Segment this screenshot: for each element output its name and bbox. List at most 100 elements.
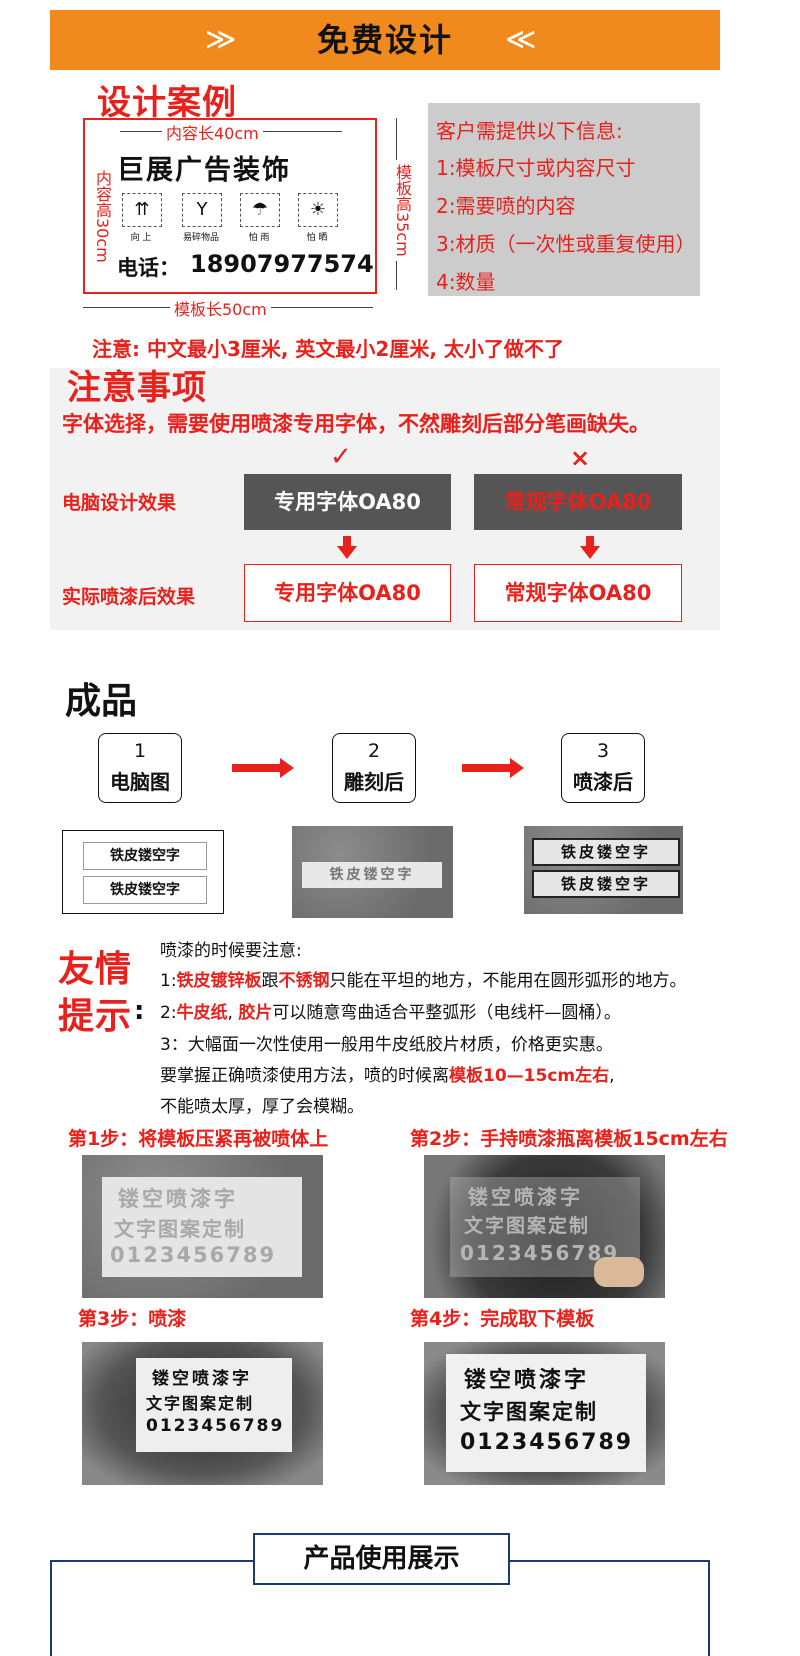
content-width-label: 内容长40cm xyxy=(162,120,263,144)
stencil-text: 文字图案定制 xyxy=(464,1215,591,1237)
computer-drawing-image: 铁皮镂空字 铁皮镂空字 xyxy=(62,830,224,914)
down-arrow-icon xyxy=(337,546,357,559)
tip-text: , xyxy=(227,1003,239,1023)
tips-colon: : xyxy=(134,996,145,1026)
products-title: 成品 xyxy=(65,681,138,722)
process-step-3: 3 喷漆后 xyxy=(561,733,645,803)
template-height-label: 模板高35cm xyxy=(390,160,414,261)
special-font-result: 专用字体OA80 xyxy=(244,564,451,622)
down-arrow-icon xyxy=(343,536,351,546)
stencil-text: 文字图案定制 xyxy=(146,1394,255,1413)
tips-title-1: 友情 xyxy=(58,949,133,990)
tip-line-5: 不能喷太厚，厚了会模糊。 xyxy=(160,1097,364,1117)
tip-highlight: 胶片 xyxy=(238,1003,273,1023)
icon-caption: 怕 晒 xyxy=(306,233,328,243)
tip-highlight: 不锈钢 xyxy=(278,971,330,991)
normal-font-preview: 常规字体OA80 xyxy=(474,474,682,530)
spray-step-4-photo: 镂空喷漆字 文字图案定制 0123456789 xyxy=(424,1342,665,1485)
size-notice: 注意: 中文最小3厘米, 英文最小2厘米, 太小了做不了 xyxy=(92,337,564,361)
step-label: 电脑图 xyxy=(110,770,170,794)
footer-title: 产品使用展示 xyxy=(253,1533,510,1585)
engraved-photo: 铁皮镂空字 xyxy=(292,826,453,918)
stencil-text: 镂空喷漆字 xyxy=(464,1368,590,1393)
right-arrow-icon xyxy=(280,758,294,778)
stencil-text: 0123456789 xyxy=(460,1241,620,1265)
icon-caption: 易碎物品 xyxy=(182,233,219,243)
step-label: 喷漆后 xyxy=(573,770,633,794)
template-width-label: 模板长50cm xyxy=(170,296,271,320)
tips-intro: 喷漆的时候要注意: xyxy=(160,941,302,961)
phone-label: 电话： xyxy=(117,256,180,280)
step-number: 3 xyxy=(596,740,610,762)
sprayed-photo: 铁皮镂空字 铁皮镂空字 xyxy=(524,826,683,914)
actual-effect-label: 实际喷漆后效果 xyxy=(62,586,196,608)
finished-sheet xyxy=(446,1354,646,1472)
spray-step-3-photo: 镂空喷漆字 文字图案定制 0123456789 xyxy=(82,1342,323,1485)
tip-line-4: 要掌握正确喷漆使用方法，喷的时候离模板10—15cm左右, xyxy=(160,1061,615,1086)
tip-text: 可以随意弯曲适合平整弧形（电线杆—圆桶）。 xyxy=(272,1003,621,1023)
info-heading: 客户需提供以下信息: xyxy=(436,119,623,143)
tip-line-3: 3：大幅面一次性使用一般用牛皮纸胶片材质，价格更实惠。 xyxy=(160,1035,613,1055)
notes-desc: 字体选择，需要使用喷漆专用字体，不然雕刻后部分笔画缺失。 xyxy=(62,412,650,436)
tip-text: 要掌握正确喷漆使用方法，喷的时候离 xyxy=(160,1066,449,1086)
company-name: 巨展广告装饰 xyxy=(117,155,291,186)
right-arrow-icon xyxy=(510,758,524,778)
stencil-text: 文字图案定制 xyxy=(460,1400,598,1424)
spray-step-3-caption: 第3步：喷漆 xyxy=(78,1308,187,1330)
footer-divider xyxy=(50,1560,253,1562)
footer-frame xyxy=(50,1560,52,1656)
tip-text: 只能在平坦的地方，不能用在圆形弧形的地方。 xyxy=(329,971,687,991)
cross-icon: × xyxy=(570,444,591,472)
spray-step-1-photo: 镂空喷漆字 文字图案定制 0123456789 xyxy=(82,1155,323,1298)
stencil-text: 镂空喷漆字 xyxy=(152,1369,252,1389)
step-label: 雕刻后 xyxy=(344,770,404,794)
tip-highlight: 模板10—15cm左右 xyxy=(449,1066,610,1086)
info-item: 4:数量 xyxy=(436,270,496,294)
stencil-text: 0123456789 xyxy=(146,1416,285,1436)
stencil-text: 0123456789 xyxy=(110,1243,277,1267)
stencil-sheet xyxy=(136,1358,292,1452)
right-arrow-icon xyxy=(462,764,512,772)
design-sample-box xyxy=(83,118,377,294)
tips-title-2: 提示 xyxy=(58,996,133,1037)
banner-title: 免费设计 xyxy=(316,21,453,59)
tip-text: 跟 xyxy=(261,971,279,991)
tip-text: 1: xyxy=(160,971,177,991)
process-step-1: 1 电脑图 xyxy=(98,733,182,803)
icon-caption: 向 上 xyxy=(130,233,152,243)
icon-caption: 怕 雨 xyxy=(248,233,270,243)
content-height-label: 内容高30cm xyxy=(93,170,112,263)
engraved-stencil: 铁皮镂空字 xyxy=(302,862,442,888)
info-item: 1:模板尺寸或内容尺寸 xyxy=(436,156,636,180)
sample-label: 铁皮镂空字 xyxy=(83,842,207,870)
check-icon: ✓ xyxy=(330,442,352,472)
tip-highlight: 牛皮纸 xyxy=(176,1003,228,1023)
tip-line-1: 1:铁皮镀锌板跟不锈钢只能在平坦的地方，不能用在圆形弧形的地方。 xyxy=(160,966,687,991)
sprayed-stencil: 铁皮镂空字 xyxy=(532,838,680,866)
footer-divider xyxy=(510,1560,710,1562)
down-arrow-icon xyxy=(580,546,600,559)
hand-spray-can-icon xyxy=(594,1257,644,1287)
stencil-text: 镂空喷漆字 xyxy=(118,1187,238,1211)
stencil-text: 镂空喷漆字 xyxy=(468,1185,583,1209)
special-font-preview: 专用字体OA80 xyxy=(244,474,451,530)
phone-number: 18907977574 xyxy=(190,250,374,278)
stencil-sheet xyxy=(102,1177,302,1277)
chevron-left-icon: ≪ xyxy=(505,22,537,57)
tip-text: 2: xyxy=(160,1003,177,1023)
right-arrow-icon xyxy=(232,764,282,772)
step-number: 1 xyxy=(133,740,147,762)
tip-line-2: 2:牛皮纸, 胶片可以随意弯曲适合平整弧形（电线杆—圆桶）。 xyxy=(160,998,621,1023)
header-banner xyxy=(50,10,720,70)
process-step-2: 2 雕刻后 xyxy=(332,733,416,803)
tip-highlight: 铁皮镀锌板 xyxy=(176,971,262,991)
normal-font-result: 常规字体OA80 xyxy=(474,564,682,622)
down-arrow-icon xyxy=(586,536,594,546)
umbrella-icon: ☂ xyxy=(240,193,280,227)
sun-icon: ☀ xyxy=(298,193,338,227)
spray-step-1-caption: 第1步：将模板压紧再被喷体上 xyxy=(68,1128,329,1150)
spray-step-4-caption: 第4步：完成取下模板 xyxy=(410,1308,595,1330)
spray-step-2-photo: 镂空喷漆字 文字图案定制 0123456789 xyxy=(424,1155,665,1298)
customer-info-box xyxy=(428,103,700,296)
sprayed-stencil: 铁皮镂空字 xyxy=(532,870,680,898)
